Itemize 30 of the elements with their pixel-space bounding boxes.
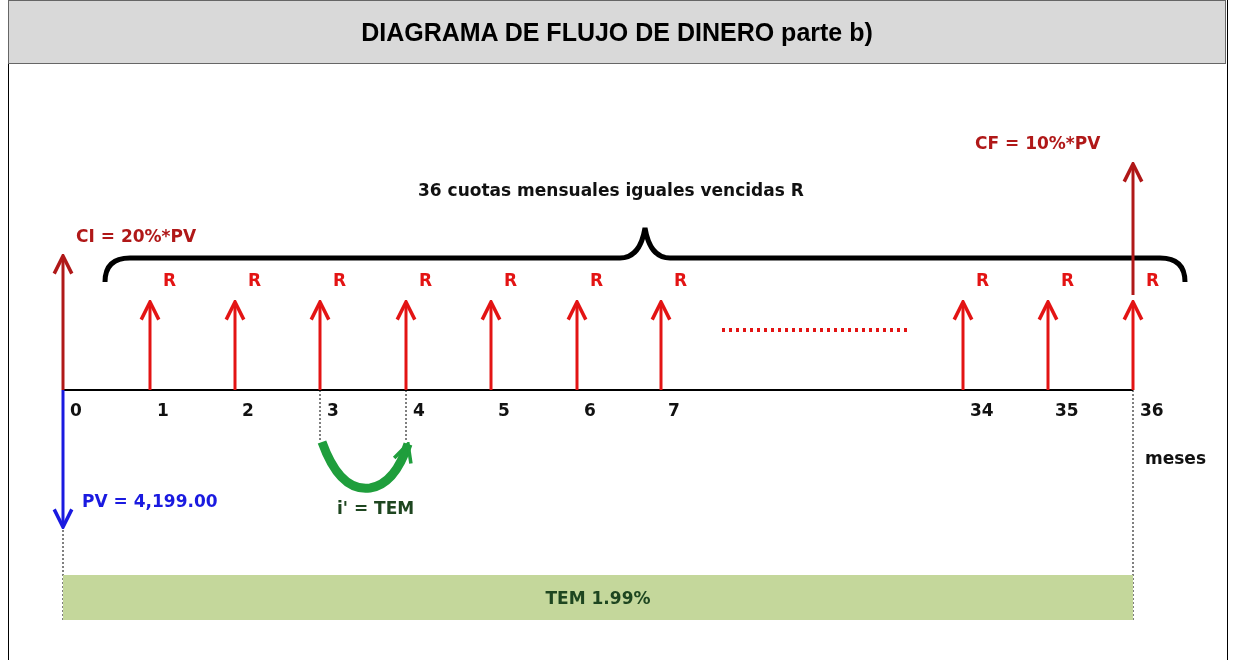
flow-label: CI = 20%*PV <box>76 226 197 246</box>
tick-label: 0 <box>70 400 82 420</box>
flow-label: CF = 10%*PV <box>975 133 1101 153</box>
payment-label: R <box>674 270 688 290</box>
payment-label: R <box>1146 270 1160 290</box>
tick-label: 2 <box>242 400 254 420</box>
rate-bar <box>63 575 1133 620</box>
brace-label: 36 cuotas mensuales iguales vencidas R <box>418 180 804 200</box>
tick-label: 1 <box>157 400 169 420</box>
tick-label: 35 <box>1055 400 1079 420</box>
payment-label: R <box>504 270 518 290</box>
tick-label: 6 <box>584 400 596 420</box>
axis-unit: meses <box>1145 448 1206 468</box>
tick-label: 5 <box>498 400 510 420</box>
flow-label: PV = 4,199.00 <box>82 491 218 511</box>
tick-label: 3 <box>327 400 339 420</box>
payment-label: R <box>419 270 433 290</box>
payment-label: R <box>976 270 990 290</box>
payment-label: R <box>333 270 347 290</box>
rate-label: i' = TEM <box>337 498 415 518</box>
payment-label: R <box>590 270 604 290</box>
rate-text: TEM 1.99% <box>545 587 651 608</box>
title-banner: DIAGRAMA DE FLUJO DE DINERO parte b) <box>8 0 1226 64</box>
payment-label: R <box>1061 270 1075 290</box>
tick-label: 36 <box>1140 400 1164 420</box>
tick-label: 7 <box>668 400 680 420</box>
tick-label: 4 <box>413 400 425 420</box>
payment-label: R <box>248 270 262 290</box>
tick-label: 34 <box>970 400 994 420</box>
payment-label: R <box>163 270 177 290</box>
